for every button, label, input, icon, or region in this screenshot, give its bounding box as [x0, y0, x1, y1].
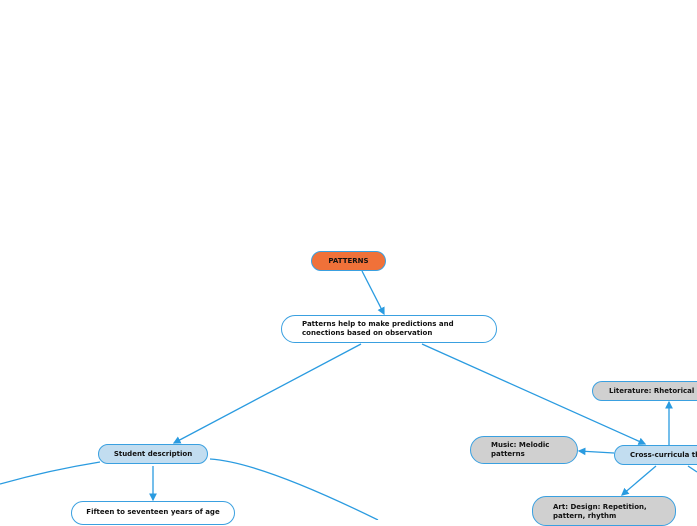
edge-cross-music [577, 447, 615, 456]
node-main-label: Patterns help to make predictions and co… [302, 320, 454, 337]
edge-root-main [361, 270, 385, 316]
node-age[interactable]: Fifteen to seventeen years of age [71, 501, 235, 525]
node-student-label: Student description [113, 449, 193, 458]
node-cross-curricula[interactable]: Cross-curricula th [614, 445, 697, 465]
node-music[interactable]: Music: Melodic patterns [470, 436, 578, 464]
edge-cross-offscreen [687, 465, 697, 473]
node-art[interactable]: Art: Design: Repetition, pattern, rhythm [532, 496, 676, 526]
node-cross-label: Cross-curricula th [630, 450, 697, 459]
node-art-label: Art: Design: Repetition, pattern, rhythm [553, 503, 647, 520]
edge-student-left [0, 461, 101, 485]
edge-student-right [209, 458, 379, 520]
node-student-description[interactable]: Student description [98, 444, 208, 464]
node-literature[interactable]: Literature: Rhetorical l [592, 381, 697, 401]
node-root[interactable]: PATTERNS [311, 251, 386, 271]
edge-main-student [172, 343, 362, 444]
node-music-label: Music: Melodic patterns [491, 441, 550, 458]
node-age-label: Fifteen to seventeen years of age [86, 508, 220, 516]
edge-cross-art [621, 465, 657, 496]
node-main[interactable]: Patterns help to make predictions and co… [281, 315, 497, 343]
edge-main-cross [421, 343, 647, 445]
node-literature-label: Literature: Rhetorical l [609, 386, 697, 395]
node-root-label: PATTERNS [328, 256, 369, 265]
